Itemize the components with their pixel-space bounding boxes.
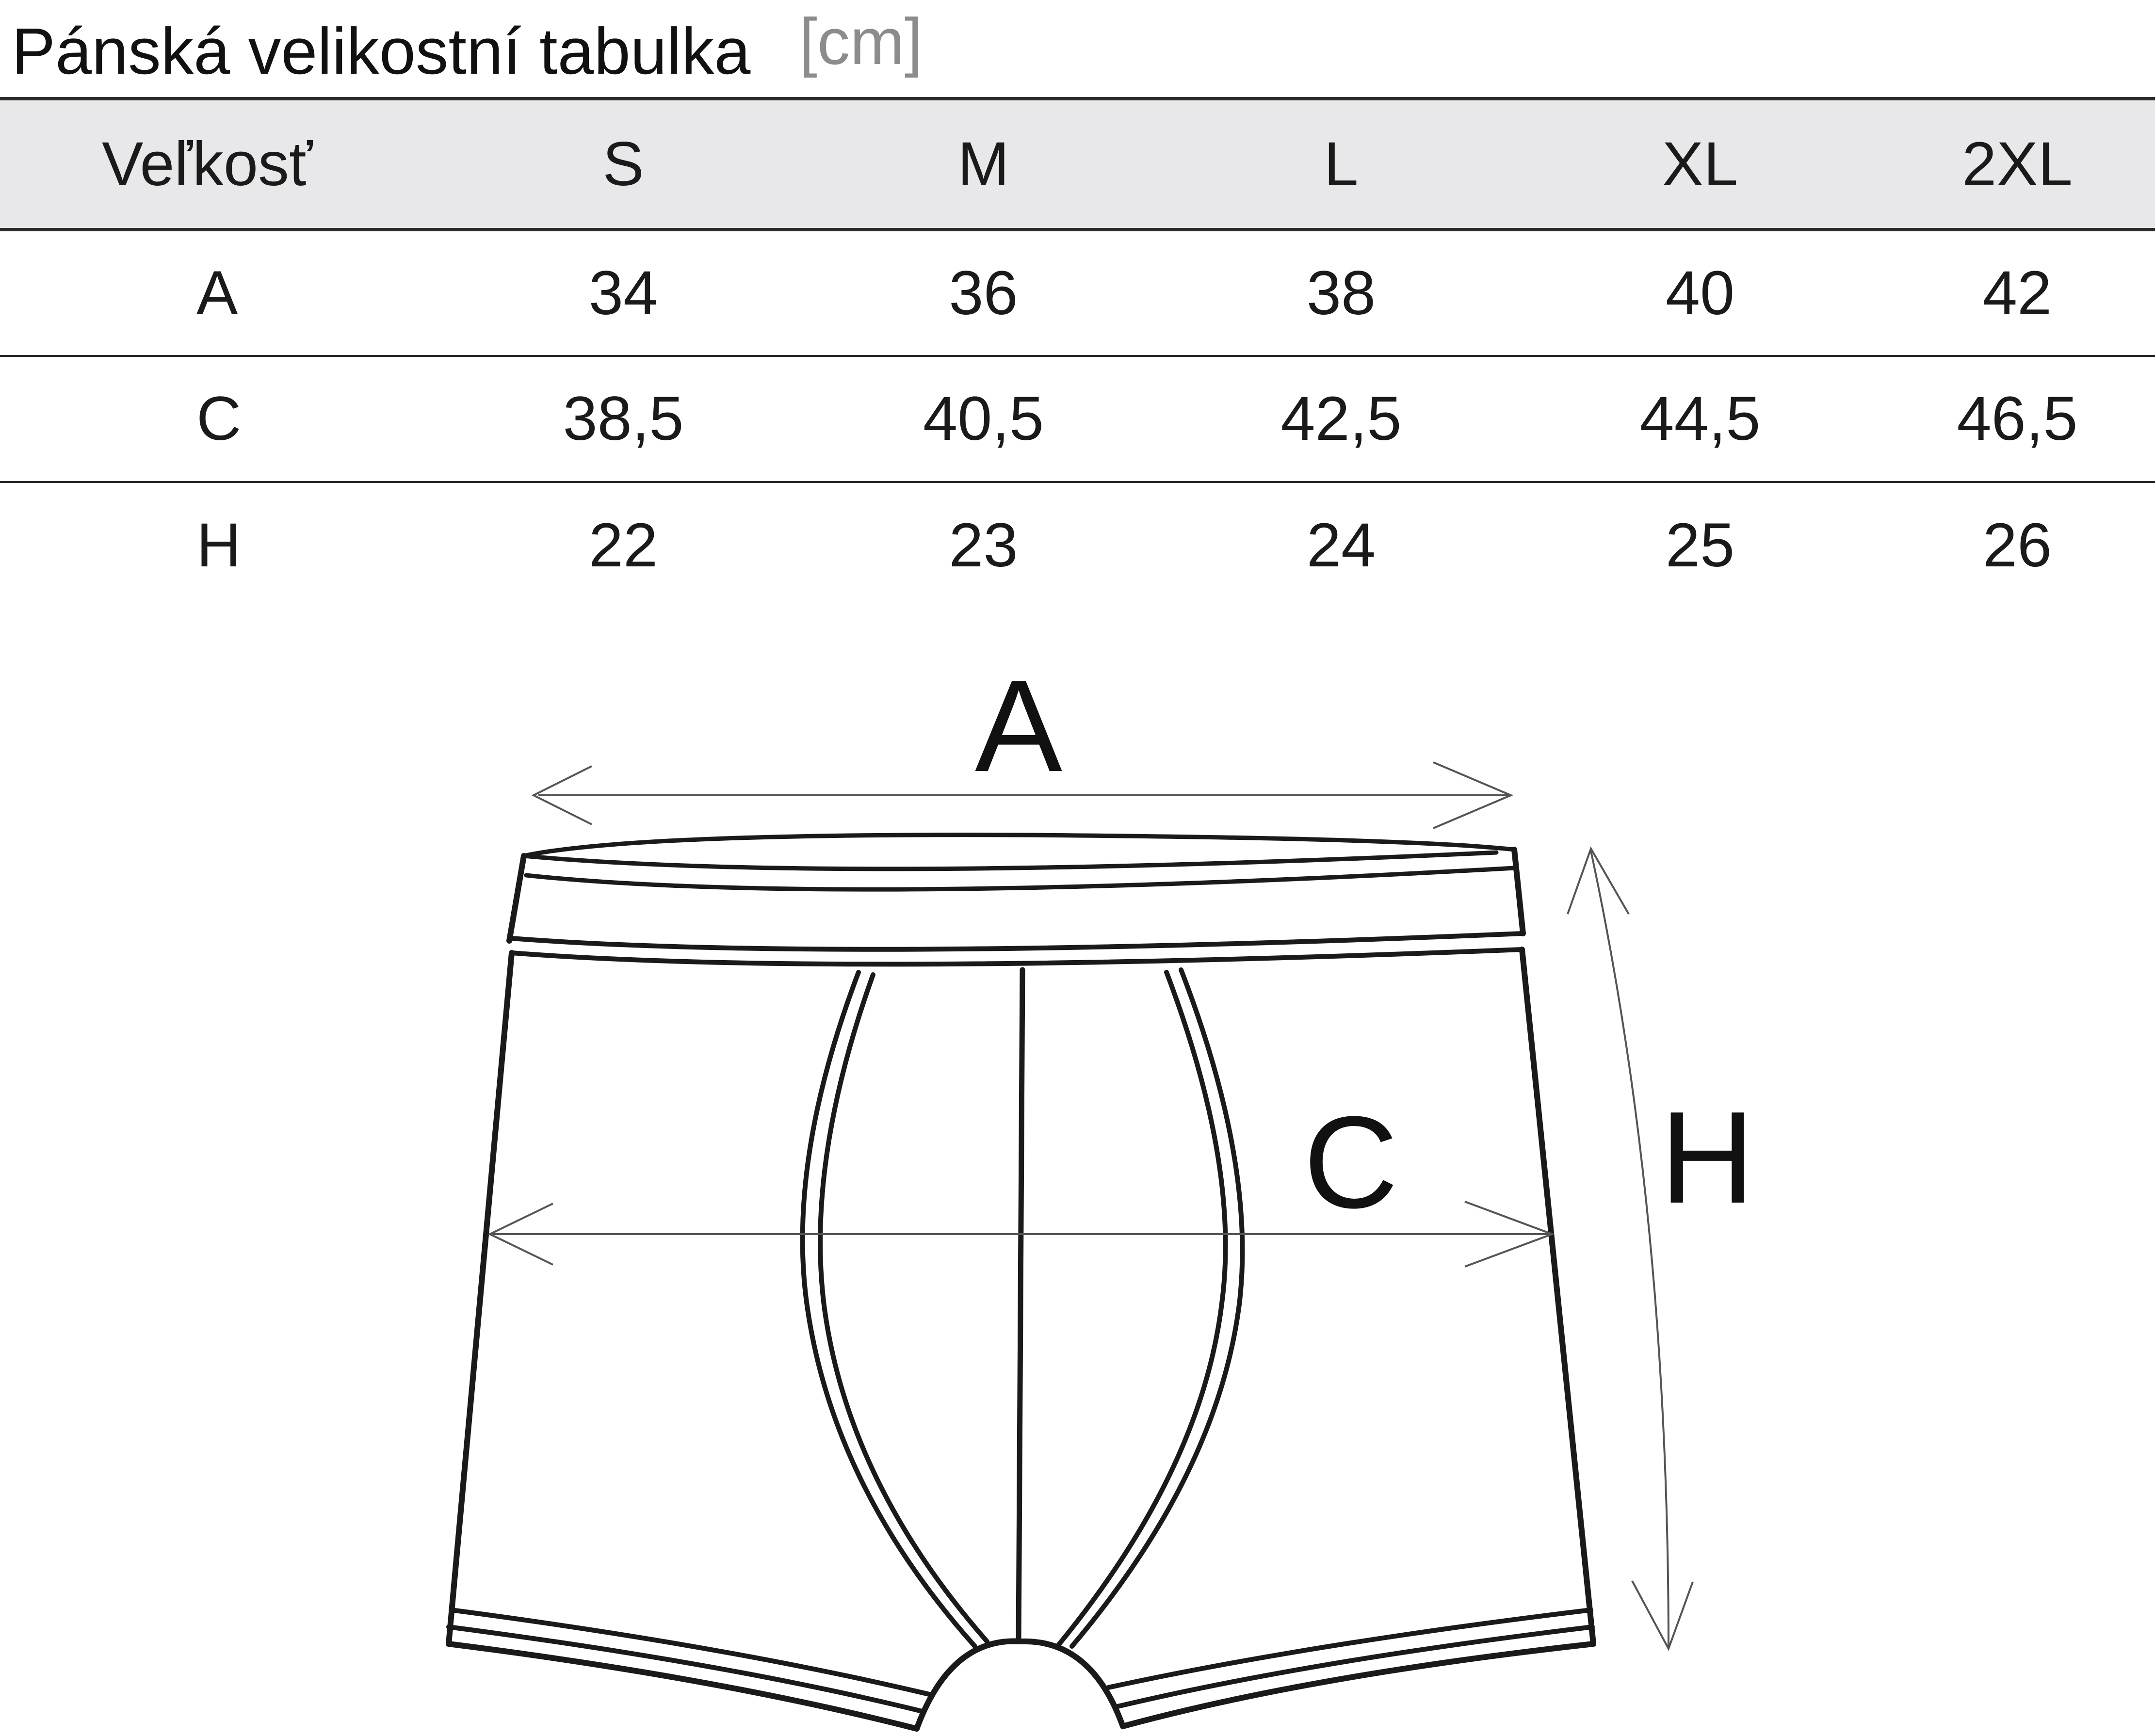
- page-title: Pánská velikostní tabulka: [12, 14, 751, 88]
- table-cell: 42: [1880, 229, 2155, 357]
- title-row: Pánská velikostní tabulka [cm]: [12, 5, 923, 97]
- table-cell: 44,5: [1521, 355, 1880, 483]
- table-cell: 42,5: [1162, 355, 1521, 483]
- horizontal-arrow-icon: [531, 761, 1514, 829]
- table-cell: 23: [949, 511, 1018, 580]
- table-cell: 38: [1162, 229, 1521, 357]
- dimension-label-a: A: [975, 653, 1063, 799]
- header-cell-m: M: [805, 97, 1162, 231]
- table-cell: 40: [1521, 229, 1880, 357]
- horizontal-arrow-icon: [487, 1201, 1555, 1268]
- header-cell-l: L: [1162, 97, 1521, 231]
- unit-label: [cm]: [799, 4, 923, 78]
- size-table: Veľkosť S M L XL 2XL A 34 36 38 40 42 C …: [0, 97, 2155, 608]
- header-cell-xl: XL: [1521, 97, 1880, 231]
- table-row: C 38,5 40,5 42,5 44,5 46,5: [0, 355, 2155, 483]
- dimension-label-h: H: [1660, 1085, 1755, 1231]
- table-cell: 26: [1982, 511, 2052, 580]
- table-cell: 34: [441, 229, 805, 357]
- dimension-label-c: C: [1304, 1090, 1398, 1236]
- table-cell: 22: [588, 511, 658, 580]
- row-label: H: [196, 511, 242, 580]
- table-header-row: Veľkosť S M L XL 2XL: [0, 97, 2155, 231]
- table-row: H 22 23 24 25 26: [0, 482, 2155, 608]
- vertical-arrow-icon: [1567, 846, 1694, 1651]
- table-cell: 46,5: [1880, 355, 2155, 483]
- boxer-briefs-illustration: [446, 833, 1596, 1732]
- header-cell-2xl: 2XL: [1880, 97, 2155, 231]
- table-cell: 36: [805, 229, 1162, 357]
- header-cell-s: S: [441, 97, 805, 231]
- table-row: A 34 36 38 40 42: [0, 229, 2155, 357]
- table-cell: 40,5: [805, 355, 1162, 483]
- row-label: A: [0, 229, 441, 357]
- row-label: C: [0, 355, 441, 483]
- header-cell-size: Veľkosť: [0, 97, 441, 231]
- table-cell: 24: [1306, 511, 1376, 580]
- table-cell: 25: [1665, 511, 1735, 580]
- table-cell: 38,5: [441, 355, 805, 483]
